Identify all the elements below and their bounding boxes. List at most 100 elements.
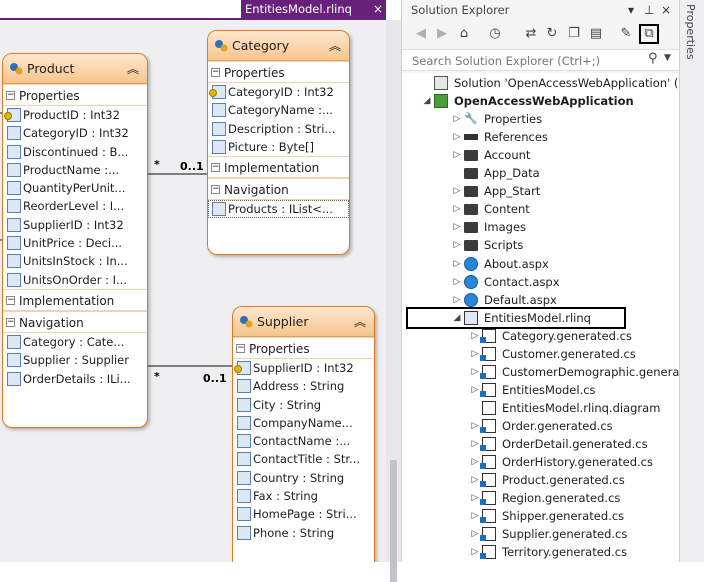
- scrollbar-thumb[interactable]: [390, 460, 397, 582]
- collapsed-arrow-icon[interactable]: ▷: [453, 258, 461, 269]
- tree-node[interactable]: App_Data: [402, 164, 680, 182]
- property-row[interactable]: Picture : Byte[]: [208, 138, 349, 156]
- tree-node[interactable]: ▷Supplier.generated.cs: [402, 525, 680, 543]
- tree-node[interactable]: ▷Default.aspx: [402, 291, 680, 309]
- collapsed-arrow-icon[interactable]: ▷: [453, 150, 461, 161]
- property-row[interactable]: SupplierID : Int32: [3, 216, 147, 234]
- entity-header[interactable]: Category ︽: [208, 31, 349, 61]
- designer-vertical-scrollbar[interactable]: [386, 20, 401, 582]
- collapsed-arrow-icon[interactable]: ▷: [471, 366, 479, 377]
- tree-node[interactable]: ▷Territory.generated.cs: [402, 543, 680, 561]
- section-properties[interactable]: −Properties: [3, 84, 147, 106]
- property-row[interactable]: SupplierID : Int32: [233, 359, 374, 377]
- collapsed-arrow-icon[interactable]: ▷: [453, 294, 461, 305]
- minus-toggle-icon[interactable]: −: [6, 90, 15, 100]
- section-implementation[interactable]: −Implementation: [208, 156, 349, 179]
- collapsed-arrow-icon[interactable]: ▷: [471, 348, 479, 359]
- collapsed-arrow-icon[interactable]: ▷: [453, 204, 461, 215]
- entity-header[interactable]: Supplier ︽: [233, 307, 374, 337]
- tree-node[interactable]: ▷CustomerDemographic.generated.: [402, 363, 680, 381]
- collapsed-arrow-icon[interactable]: ▷: [453, 240, 461, 251]
- section-navigation[interactable]: −Navigation: [3, 310, 147, 333]
- search-box[interactable]: ⚲ ▼: [402, 49, 680, 71]
- collapsed-arrow-icon[interactable]: ▷: [471, 457, 479, 468]
- collapsed-arrow-icon[interactable]: ▷: [471, 529, 479, 540]
- property-row[interactable]: Fax : String: [233, 487, 374, 505]
- preview-selected-icon[interactable]: ⧉: [639, 24, 659, 44]
- collapsed-arrow-icon[interactable]: ▷: [453, 132, 461, 143]
- collapsed-arrow-icon[interactable]: ▷: [471, 439, 479, 449]
- pin-icon[interactable]: ⊥: [644, 3, 655, 17]
- tree-node[interactable]: ▷EntitiesModel.cs: [402, 381, 680, 399]
- collapsed-arrow-icon[interactable]: ▷: [471, 493, 479, 504]
- collapsed-arrow-icon[interactable]: ▷: [471, 511, 479, 522]
- tree-node[interactable]: ▷Scripts: [402, 236, 680, 254]
- property-row[interactable]: CategoryName :...: [208, 101, 349, 119]
- entity-product[interactable]: Product ︽ −Properties ProductID : Int32 …: [2, 53, 148, 428]
- sync-icon[interactable]: ⇄: [525, 26, 537, 41]
- collapsed-arrow-icon[interactable]: ▷: [471, 547, 479, 558]
- property-row[interactable]: UnitPrice : Deci...: [3, 234, 147, 252]
- collapsed-arrow-icon[interactable]: ▷: [471, 475, 479, 486]
- collapsed-arrow-icon[interactable]: ▷: [453, 114, 461, 125]
- tree-node[interactable]: ◢EntitiesModel.rlinq: [406, 306, 626, 329]
- tree-node[interactable]: ▷Content: [402, 200, 680, 218]
- tree-node[interactable]: ▷Contact.aspx: [402, 273, 680, 291]
- tree-node[interactable]: ▷Order.generated.cs: [402, 417, 680, 435]
- close-icon[interactable]: ×: [372, 2, 383, 16]
- tree-node[interactable]: ▷Customer.generated.cs: [402, 345, 680, 363]
- home-icon[interactable]: ⌂: [459, 26, 469, 41]
- minus-toggle-icon[interactable]: −: [211, 67, 220, 77]
- tree-node[interactable]: ▷🔧Properties: [402, 110, 680, 128]
- collapse-all-icon[interactable]: ❐: [568, 26, 580, 41]
- tree-node[interactable]: ◢OpenAccessWebApplication: [402, 92, 680, 110]
- property-row[interactable]: ProductName :...: [3, 161, 147, 179]
- tree-node[interactable]: ▷About.aspx: [402, 255, 680, 273]
- property-row[interactable]: UnitsOnOrder : I...: [3, 271, 147, 289]
- minus-toggle-icon[interactable]: −: [211, 184, 220, 195]
- dropdown-icon[interactable]: ▾: [628, 3, 635, 17]
- property-row[interactable]: QuantityPerUnit...: [3, 179, 147, 197]
- show-all-files-icon[interactable]: ▤: [589, 26, 603, 41]
- tree-node[interactable]: ▷Product.generated.cs: [402, 471, 680, 489]
- entity-category[interactable]: Category ︽ −Properties CategoryID : Int3…: [207, 30, 350, 255]
- search-dropdown-icon[interactable]: ▼: [664, 53, 671, 63]
- section-navigation[interactable]: −Navigation: [208, 178, 349, 201]
- section-properties[interactable]: −Properties: [208, 61, 349, 83]
- entity-header[interactable]: Product ︽: [3, 54, 147, 84]
- tree-node[interactable]: ▷Images: [402, 218, 680, 236]
- property-row[interactable]: ReorderLevel : I...: [3, 197, 147, 215]
- solution-tree[interactable]: Solution 'OpenAccessWebApplication' (1 p…: [402, 73, 680, 562]
- section-implementation[interactable]: −Implementation: [3, 288, 147, 311]
- navigation-row[interactable]: Supplier : Supplier: [3, 351, 147, 369]
- close-icon[interactable]: ×: [661, 3, 672, 17]
- section-properties[interactable]: −Properties: [233, 337, 374, 359]
- navigation-row[interactable]: OrderDetails : ILi...: [3, 370, 147, 388]
- property-row[interactable]: ContactName :...: [233, 432, 374, 450]
- tree-node[interactable]: ▷App_Start: [402, 182, 680, 200]
- collapse-icon[interactable]: ︽: [353, 315, 366, 329]
- minus-toggle-icon[interactable]: −: [6, 294, 15, 305]
- tree-node[interactable]: ▷References: [402, 128, 680, 146]
- property-row[interactable]: Description : Stri...: [208, 120, 349, 138]
- minus-toggle-icon[interactable]: −: [6, 316, 15, 327]
- tree-node[interactable]: EntitiesModel.rlinq.diagram: [402, 399, 680, 417]
- tree-node[interactable]: ▷OrderDetail.generated.cs: [402, 435, 680, 453]
- expanded-arrow-icon[interactable]: ◢: [453, 312, 461, 323]
- tree-node[interactable]: ▷OrderHistory.generated.cs: [402, 453, 680, 471]
- property-row[interactable]: Discontinued : B...: [3, 143, 147, 161]
- properties-side-tab[interactable]: Properties: [679, 0, 704, 562]
- property-row[interactable]: ProductID : Int32: [3, 106, 147, 124]
- property-row[interactable]: CategoryID : Int32: [208, 83, 349, 101]
- collapse-icon[interactable]: ︽: [126, 62, 139, 76]
- collapse-icon[interactable]: ︽: [328, 39, 341, 53]
- property-row[interactable]: CompanyName...: [233, 414, 374, 432]
- history-icon[interactable]: ◷: [489, 26, 501, 41]
- property-row[interactable]: ContactTitle : Str...: [233, 450, 374, 468]
- property-row[interactable]: City : String: [233, 396, 374, 414]
- tree-node[interactable]: ▷Account: [402, 146, 680, 164]
- property-row[interactable]: Country : String: [233, 469, 374, 487]
- property-row[interactable]: Phone : String: [233, 524, 374, 542]
- properties-wrench-icon[interactable]: ✎: [620, 26, 632, 41]
- collapsed-arrow-icon[interactable]: ▷: [471, 384, 479, 395]
